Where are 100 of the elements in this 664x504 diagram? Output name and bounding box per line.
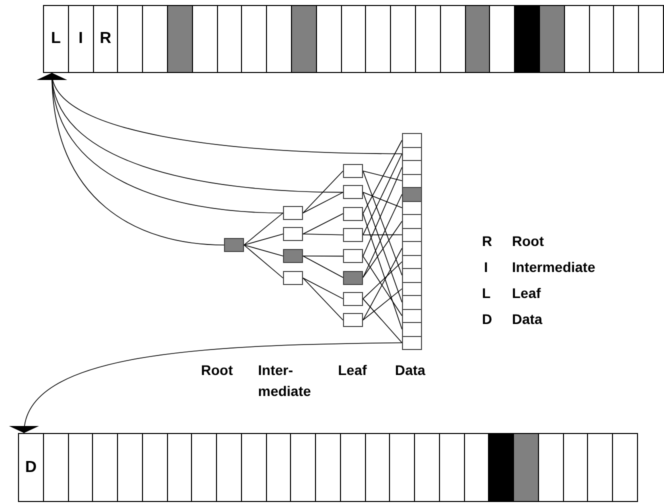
data-block-cell: D: [18, 433, 44, 502]
index-block-cell: [638, 5, 664, 73]
data-entry-cell: [402, 133, 422, 148]
connector-line: [362, 192, 402, 208]
data-block-cell: [513, 433, 539, 502]
data-block-cell: [562, 433, 588, 502]
data-block-cell: [240, 433, 267, 502]
data-block-cell: [538, 433, 564, 502]
data-entry-cell: [402, 187, 422, 202]
data-block-cell: [389, 433, 416, 502]
tree-node-box: [343, 164, 363, 178]
data-entry-cell: [402, 295, 422, 310]
data-block-cell: [166, 433, 192, 502]
index-block-cell: [192, 5, 218, 73]
connector-line: [362, 153, 402, 236]
data-block-cell: [92, 433, 118, 502]
tree-node-box: [283, 249, 303, 263]
column-label: Data: [395, 362, 426, 379]
legend-key-letter: R: [482, 233, 492, 250]
tree-node-box: [343, 206, 363, 221]
data-entry-cell: [402, 241, 422, 256]
connector-line: [362, 288, 402, 320]
connector-line: [362, 298, 402, 344]
index-block-cell: [291, 5, 317, 73]
data-block-cell: [612, 433, 638, 502]
tree-node-box: [343, 292, 363, 306]
connector-line: [362, 166, 402, 257]
legend-key-letter: L: [482, 285, 491, 302]
tree-node-box: [283, 206, 303, 220]
legend-key-letter: D: [482, 311, 492, 328]
index-block-cell: L: [43, 5, 69, 73]
connector-line: [362, 194, 402, 278]
index-block-cell: [464, 5, 490, 73]
tree-node-box: [343, 270, 363, 284]
index-block-cell: R: [92, 5, 118, 73]
connector-line: [362, 220, 402, 278]
index-block-cell: [142, 5, 168, 73]
index-block-cell: [266, 5, 292, 73]
legend-text: Leaf: [512, 285, 541, 302]
connector-line: [362, 170, 402, 276]
connector-line: [362, 234, 402, 236]
tree-node-box: [283, 271, 303, 285]
curved-arrow: [39, 72, 402, 154]
connector-line: [302, 213, 344, 234]
data-entry-cell: [402, 322, 422, 336]
legend-text: Data: [512, 311, 542, 328]
connector-line: [362, 213, 402, 330]
data-block-cell: [290, 433, 316, 502]
data-block-cell: [364, 433, 390, 502]
index-block-cell: [167, 5, 193, 73]
connector-line: [302, 192, 344, 214]
tree-node-box: [224, 238, 244, 252]
legend-text: Intermediate: [512, 259, 596, 276]
connector-line: [362, 248, 402, 320]
data-block-cell: [340, 433, 366, 502]
index-block-cell: I: [68, 5, 94, 73]
data-block-cell: [142, 433, 168, 502]
data-block-cell: [315, 433, 341, 502]
data-block-cell: [117, 433, 143, 502]
index-block-cell: [514, 5, 540, 73]
data-block-cell: [42, 433, 68, 502]
index-block-cell: [440, 5, 466, 73]
data-entry-cell: [402, 336, 422, 350]
data-block-cell: [414, 433, 440, 502]
data-block-cell: [587, 433, 614, 502]
index-block-cell: [340, 5, 366, 73]
index-block-cell: [613, 5, 640, 73]
index-block-cell: [365, 5, 392, 73]
connector-line: [362, 256, 402, 316]
index-block-cell: [316, 5, 342, 73]
connector-line: [302, 278, 344, 300]
data-block-cell: [191, 433, 218, 502]
index-block-cell: [216, 5, 242, 73]
data-block-cell: [216, 433, 242, 502]
connector-line: [244, 212, 284, 246]
column-label: Leaf: [338, 362, 367, 379]
connector-line: [302, 256, 344, 257]
tree-node-box: [343, 313, 363, 328]
data-block-cell: [488, 433, 514, 502]
index-block-cell: [415, 5, 441, 73]
index-block-cell: [588, 5, 614, 73]
data-block-cell: [68, 433, 94, 502]
connector-line: [244, 234, 284, 246]
tree-node-box: [343, 249, 363, 264]
data-block-cell: [438, 433, 465, 502]
connector-line: [302, 170, 344, 214]
index-block-cell: [489, 5, 516, 73]
connector-line: [302, 256, 344, 278]
index-block-cell: [241, 5, 268, 73]
curved-arrow: [10, 342, 402, 434]
connector-line: [244, 244, 284, 278]
index-block-cell: [117, 5, 144, 73]
data-block-cell: [266, 433, 292, 502]
index-block-cell: [564, 5, 590, 73]
column-label: Inter- mediate: [258, 361, 312, 401]
connector-line: [362, 261, 402, 300]
tree-node-box: [283, 227, 303, 241]
column-label: Root: [201, 362, 233, 379]
legend-key-letter: I: [484, 259, 488, 276]
connector-line: [302, 278, 344, 320]
